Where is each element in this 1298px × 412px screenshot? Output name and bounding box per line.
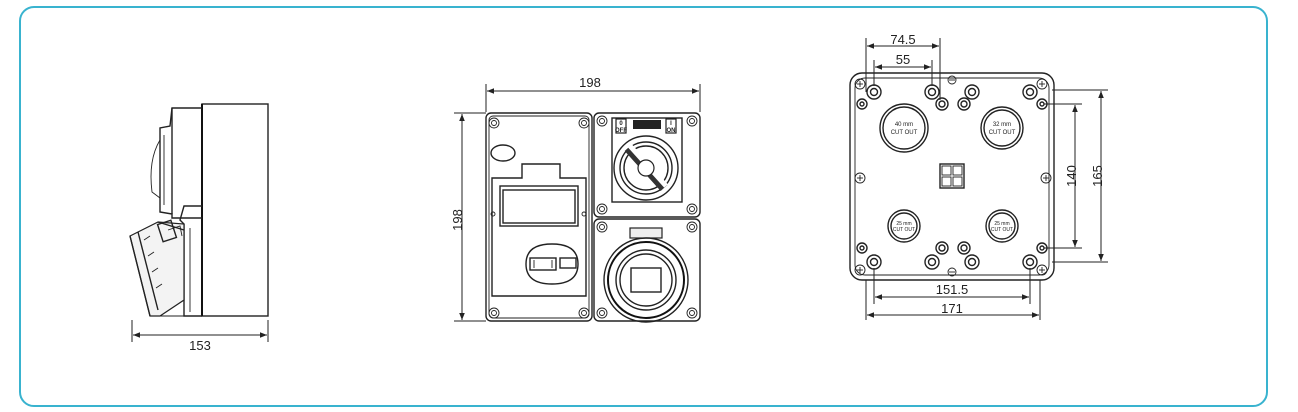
dim-label-151-5: 151.5 — [936, 282, 969, 297]
switch-off-number: 0 — [619, 121, 623, 127]
cutout-25mm-left-size: 25 mm — [896, 221, 911, 227]
dimension-rear-151-5: 151.5 — [873, 268, 1031, 304]
dim-label-140: 140 — [1064, 165, 1079, 187]
dim-label-153: 153 — [189, 338, 211, 353]
cutout-25mm-left-text: CUT OUT — [893, 227, 915, 233]
rear-view: 40 mm CUT OUT 32 mm CUT OUT 25 mm CUT OU… — [849, 72, 1055, 281]
dimension-side-width: 153 — [131, 320, 269, 353]
dimension-front-width: 198 — [485, 75, 701, 112]
dimension-rear-165: 165 — [1052, 89, 1108, 263]
drawing-frame — [19, 6, 1268, 407]
dim-label-198-vertical: 198 — [450, 209, 465, 231]
switch-on-label: ON — [667, 128, 676, 134]
cutout-32mm-size: 32 mm — [993, 122, 1011, 128]
dimension-rear-140: 140 — [1044, 103, 1082, 249]
switch-on-number: I — [670, 121, 672, 127]
cutout-40mm-text: CUT OUT — [891, 130, 918, 136]
cutout-40mm-size: 40 mm — [895, 122, 913, 128]
switch-off-label: OFF — [615, 128, 627, 134]
cutout-25mm-right-text: CUT OUT — [991, 227, 1013, 233]
dimension-rear-74-5: 74.5 — [865, 32, 941, 100]
dim-label-55: 55 — [896, 52, 910, 67]
dimension-front-height: 198 — [450, 112, 486, 322]
front-view: 0 OFF I ON — [485, 112, 701, 323]
dim-label-171: 171 — [941, 301, 963, 316]
side-view — [129, 103, 269, 317]
dim-label-198-horizontal: 198 — [579, 75, 601, 90]
dim-label-165: 165 — [1090, 165, 1105, 187]
cutout-25mm-right-size: 25 mm — [994, 221, 1009, 227]
dimension-rear-55: 55 — [873, 52, 933, 86]
dim-label-74-5: 74.5 — [890, 32, 915, 47]
cutout-32mm-text: CUT OUT — [989, 130, 1016, 136]
dimension-rear-171: 171 — [865, 280, 1041, 320]
